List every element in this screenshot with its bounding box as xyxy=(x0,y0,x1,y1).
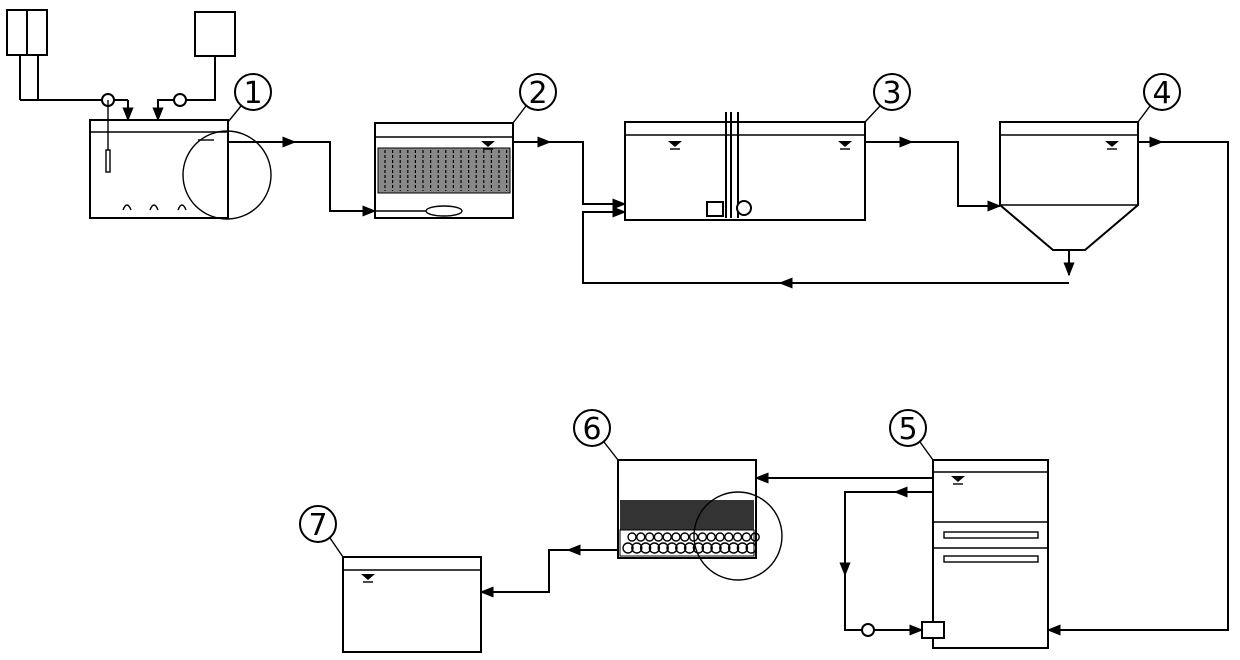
unit-7-callout: 7 xyxy=(299,505,344,558)
dosing-pumps xyxy=(101,93,187,122)
unit-4-callout: 4 xyxy=(1137,73,1181,123)
unit-6-callout: 6 xyxy=(573,409,619,461)
unit-6-tank xyxy=(617,459,783,581)
unit-5-tank xyxy=(921,459,1049,649)
unit-7-tank xyxy=(342,556,482,653)
dosing-tank-single xyxy=(152,11,236,122)
unit-3-callout: 3 xyxy=(864,73,911,123)
unit-1-tank xyxy=(89,100,272,220)
unit-number-label: 6 xyxy=(582,412,601,447)
unit-number-label: 4 xyxy=(1152,76,1171,111)
unit-number-label: 7 xyxy=(308,508,327,543)
unit-2-callout: 2 xyxy=(512,73,557,124)
unit-3-tank xyxy=(624,112,866,221)
unit-1-callout: 1 xyxy=(227,73,272,123)
unit-number-label: 5 xyxy=(898,412,917,447)
dosing-tank-pair xyxy=(6,9,128,101)
recirculation-pump xyxy=(861,623,875,637)
unit-number-label: 2 xyxy=(528,76,547,111)
detail-circle xyxy=(182,130,272,220)
flow-pipes xyxy=(228,136,1229,637)
detail-circle xyxy=(693,491,783,581)
unit-number-label: 1 xyxy=(243,76,262,111)
unit-5-callout: 5 xyxy=(889,409,934,461)
unit-2-tank xyxy=(374,122,514,219)
unit-number-label: 3 xyxy=(882,76,901,111)
water-level-marks xyxy=(361,141,1119,583)
